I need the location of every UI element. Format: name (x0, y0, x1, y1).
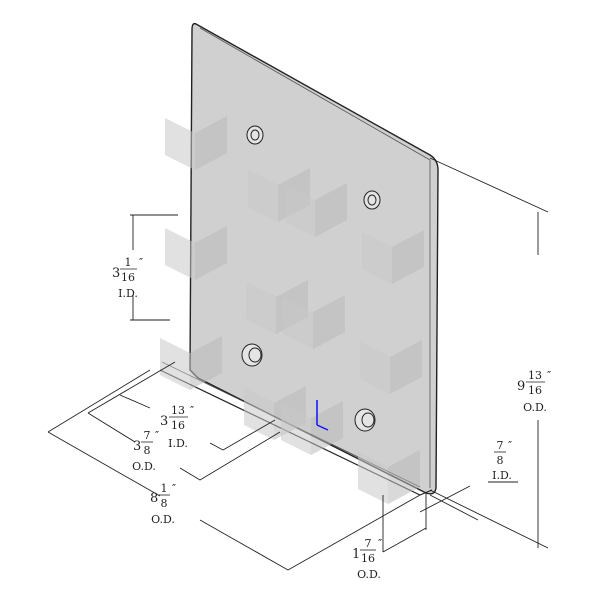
mount-holes (241, 125, 381, 432)
svg-text:7: 7 (497, 439, 504, 452)
svg-text:″: ″ (508, 439, 512, 452)
svg-text:13: 13 (171, 404, 185, 417)
svg-text:8: 8 (161, 497, 168, 510)
svg-text:1: 1 (125, 256, 132, 269)
svg-text:8: 8 (144, 444, 151, 457)
svg-text:8: 8 (150, 491, 158, 506)
svg-text:I.D.: I.D. (492, 469, 512, 482)
svg-text:9: 9 (517, 379, 525, 394)
svg-text:3: 3 (133, 439, 141, 454)
dim-plate-height: 9 13 16 ″ O.D. (517, 369, 551, 414)
svg-text:I.D.: I.D. (168, 437, 188, 450)
dim-plate-width: 8 1 8 ″ O.D. (150, 482, 176, 526)
svg-text:3: 3 (112, 266, 120, 281)
svg-text:″: ″ (155, 429, 159, 442)
svg-text:13: 13 (528, 369, 542, 382)
svg-text:″: ″ (139, 256, 143, 269)
svg-text:O.D.: O.D. (151, 513, 175, 526)
svg-text:″: ″ (172, 482, 176, 495)
svg-text:″: ″ (547, 369, 551, 382)
dim-box-height: 3 1 16 ″ I.D. (112, 256, 143, 300)
svg-text:O.D.: O.D. (132, 460, 156, 473)
dim-slot-depth: 7 8 ″ I.D. (492, 439, 512, 482)
dim-box-outer-width: 3 7 8 ″ O.D. (132, 429, 159, 473)
dim-box-depth: 1 7 16 ″ O.D. (352, 537, 382, 581)
svg-text:″: ″ (190, 404, 194, 417)
svg-text:″: ″ (378, 537, 382, 550)
svg-text:16: 16 (528, 384, 542, 397)
svg-text:1: 1 (352, 547, 360, 562)
dim-box-inner-width: 3 13 16 ″ I.D. (160, 404, 194, 450)
svg-text:16: 16 (121, 271, 135, 284)
svg-text:O.D.: O.D. (357, 568, 381, 581)
svg-text:3: 3 (160, 414, 168, 429)
svg-text:16: 16 (171, 419, 185, 432)
svg-text:7: 7 (365, 537, 372, 550)
svg-text:8: 8 (497, 454, 504, 467)
svg-text:I.D.: I.D. (118, 287, 138, 300)
svg-text:7: 7 (144, 429, 151, 442)
svg-text:16: 16 (361, 552, 375, 565)
svg-text:1: 1 (161, 482, 168, 495)
axis-triad (316, 400, 329, 431)
dimension-lines (47, 157, 549, 571)
svg-text:O.D.: O.D. (523, 401, 547, 414)
